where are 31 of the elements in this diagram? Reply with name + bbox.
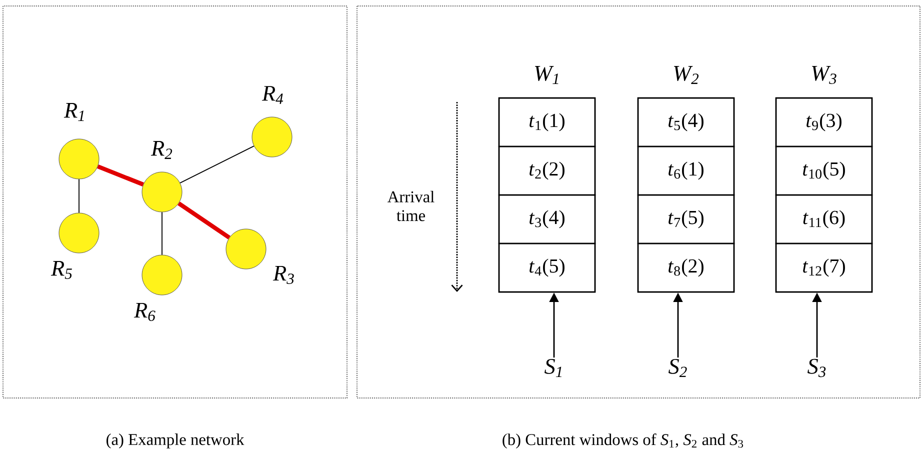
node-label: R$_{5}$ xyxy=(50,261,72,279)
link-line xyxy=(178,202,230,240)
window-cell: t$_{1}$(1) xyxy=(498,97,596,148)
caption: (a) Example network xyxy=(106,434,244,448)
axis-label: Arrival time xyxy=(388,190,434,222)
window-cell: t$_{10}$(5) xyxy=(775,146,873,196)
stream-label: S$_{2}$ xyxy=(668,358,687,378)
node-label: R$_{1}$ xyxy=(64,103,84,121)
window-cell: t$_{2}$(2) xyxy=(498,146,596,196)
window-cell: t$_{6}$(1) xyxy=(637,146,735,196)
node-label: R$_{4}$ xyxy=(262,86,284,104)
window-cell: t$_{11}$(6) xyxy=(775,194,873,244)
link-line xyxy=(97,164,144,186)
node-label: R$_{3}$ xyxy=(272,266,294,284)
link-line xyxy=(180,146,254,184)
window-cell: t$_{7}$(5) xyxy=(637,194,735,244)
stream-label: S$_{3}$ xyxy=(808,358,826,378)
window-cell: t$_{9}$(3) xyxy=(775,97,873,148)
node-label: R$_{2}$ xyxy=(150,141,172,159)
window-label: W$_{3}$ xyxy=(812,66,836,84)
window-cell: t$_{12}$(7) xyxy=(775,242,873,293)
node-label: R$_{6}$ xyxy=(134,302,156,322)
window-cell: t$_{4}$(5) xyxy=(498,242,596,293)
window-label: W$_{2}$ xyxy=(674,66,699,84)
link-line xyxy=(78,178,80,214)
caption: (b) Current windows of S$_{1}$, S$_{2}$ and S$_{3}$ xyxy=(502,433,744,448)
window-cell: t$_{3}$(4) xyxy=(498,194,596,244)
stream-label: S$_{1}$ xyxy=(544,358,562,378)
window-label: W$_{1}$ xyxy=(535,66,558,84)
window-cell: t$_{5}$(4) xyxy=(637,97,735,148)
window-cell: t$_{8}$(2) xyxy=(637,242,735,293)
